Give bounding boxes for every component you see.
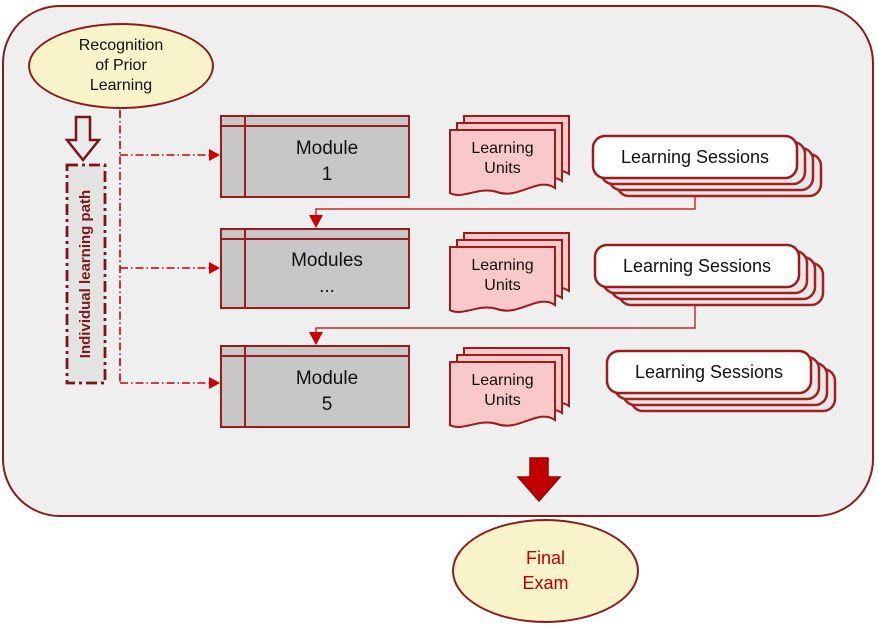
learning-sessions-label-row2: Learning Sessions	[622, 255, 772, 276]
learning-sessions-label-row1: Learning Sessions	[620, 146, 770, 167]
recognition-prior-learning-node: Recognition of Prior Learning	[28, 23, 214, 109]
module-side-divider	[244, 347, 246, 426]
final-exam-label: Final Exam	[522, 547, 569, 593]
module-header-divider	[222, 355, 408, 357]
individual-learning-path-label: Individual learning path	[77, 189, 94, 359]
final-exam-node: Final Exam	[452, 519, 639, 623]
rpl-label: Recognition of Prior Learning	[78, 37, 164, 94]
module-1-label: Module 1	[295, 137, 359, 185]
module-header-divider	[222, 125, 408, 127]
module-header-divider	[222, 238, 408, 240]
module-1-box: Module 1	[220, 115, 410, 198]
learning-sessions-label-row3: Learning Sessions	[634, 361, 784, 382]
module-side-divider	[244, 230, 246, 307]
modules-ellipsis-box: Modules ...	[220, 228, 410, 309]
module-5-box: Module 5	[220, 345, 410, 428]
module-5-label: Module 5	[295, 367, 359, 415]
module-side-divider	[244, 117, 246, 196]
modules-ellipsis-label: Modules ...	[291, 249, 363, 297]
